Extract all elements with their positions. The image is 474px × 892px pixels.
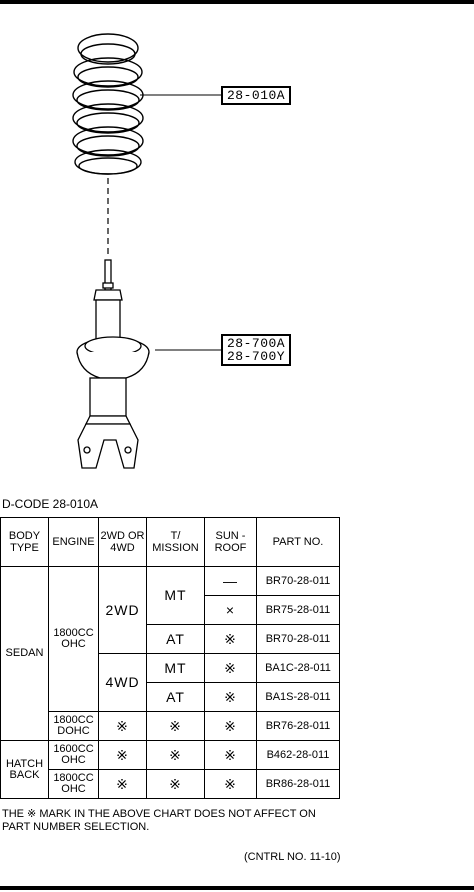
drive-ref: ※ bbox=[98, 740, 147, 770]
table-header-row: BODY TYPE ENGINE 2WD OR 4WD T/ MISSION S… bbox=[0, 517, 340, 567]
table-row: × BR75-28-011 bbox=[1, 595, 340, 625]
sunroof-ref: ※ bbox=[204, 711, 257, 741]
table-row: AT ※ BA1S-28-011 bbox=[1, 682, 340, 712]
body-hatch-back: HATCH BACK bbox=[0, 740, 49, 799]
header-part-no: PART NO. bbox=[256, 517, 340, 567]
mission-ref: ※ bbox=[146, 769, 205, 799]
mission-ref: ※ bbox=[146, 711, 205, 741]
part-number: BR70-28-011 bbox=[256, 566, 340, 596]
callout-strut-parts: 28-700A 28-700Y bbox=[221, 334, 292, 366]
body-sedan: SEDAN bbox=[0, 566, 49, 741]
part-number: BA1S-28-011 bbox=[256, 682, 340, 712]
strut-spring-illustration bbox=[72, 33, 221, 469]
mission-at: AT bbox=[146, 624, 205, 654]
sunroof-ref: ※ bbox=[204, 769, 257, 799]
engine-1800-ohc-hatch: 1800CC OHC bbox=[48, 769, 99, 799]
engine-1800-ohc: 1800CC OHC bbox=[48, 566, 99, 712]
mission-at: AT bbox=[146, 682, 205, 712]
sunroof-ref: ※ bbox=[204, 682, 257, 712]
part-number: BR70-28-011 bbox=[256, 624, 340, 654]
drive-2wd: 2WD bbox=[98, 566, 147, 654]
table-row: HATCH BACK 1600CC OHC ※ ※ ※ B462-28-011 bbox=[0, 740, 340, 799]
sunroof-cross: × bbox=[204, 595, 257, 625]
engine-1600-ohc: 1600CC OHC bbox=[48, 740, 99, 770]
sunroof-ref: ※ bbox=[204, 624, 257, 654]
table-row: SEDAN 1800CC OHC 2WD MT — BR70-28-011 bbox=[0, 566, 340, 741]
top-border bbox=[0, 0, 474, 4]
header-sunroof: SUN -ROOF bbox=[204, 517, 257, 567]
mission-mt: MT bbox=[146, 653, 205, 683]
table-row: 1800CC OHC ※ ※ ※ BR86-28-011 bbox=[1, 769, 340, 799]
header-mission: T/ MISSION bbox=[146, 517, 205, 567]
table-row: 4WD MT ※ BA1C-28-011 bbox=[1, 653, 340, 712]
mission-ref: ※ bbox=[146, 740, 205, 770]
bottom-border bbox=[0, 886, 474, 890]
coil-spring bbox=[72, 33, 144, 175]
sunroof-ref: ※ bbox=[204, 653, 257, 683]
drive-ref: ※ bbox=[98, 711, 147, 741]
mission-mt: MT bbox=[146, 566, 205, 625]
part-number: BR75-28-011 bbox=[256, 595, 340, 625]
callout-strut-part-1: 28-700A bbox=[227, 336, 286, 351]
header-body-type: BODY TYPE bbox=[0, 517, 49, 567]
callout-strut-part-2: 28-700Y bbox=[227, 349, 286, 364]
control-number: (CNTRL NO. 11-10) bbox=[244, 851, 341, 863]
sunroof-dash: — bbox=[204, 566, 257, 596]
part-number: BA1C-28-011 bbox=[256, 653, 340, 683]
header-engine: ENGINE bbox=[48, 517, 99, 567]
shock-strut bbox=[76, 259, 150, 469]
drive-ref: ※ bbox=[98, 769, 147, 799]
parts-table: BODY TYPE ENGINE 2WD OR 4WD T/ MISSION S… bbox=[0, 517, 340, 799]
drive-4wd: 4WD bbox=[98, 653, 147, 712]
table-row: 1800CC DOHC ※ ※ ※ BR76-28-011 bbox=[1, 711, 340, 741]
table-row: AT ※ BR70-28-011 bbox=[1, 624, 340, 654]
part-number: BR86-28-011 bbox=[256, 769, 340, 799]
d-code-label: D-CODE 28-010A bbox=[2, 497, 99, 511]
callout-spring-part: 28-010A bbox=[221, 86, 292, 105]
header-drive: 2WD OR 4WD bbox=[98, 517, 147, 567]
sunroof-ref: ※ bbox=[204, 740, 257, 770]
part-number: B462-28-011 bbox=[256, 740, 340, 770]
part-number: BR76-28-011 bbox=[256, 711, 340, 741]
chart-note: THE ※ MARK IN THE ABOVE CHART DOES NOT A… bbox=[2, 808, 316, 833]
engine-1800-dohc: 1800CC DOHC bbox=[48, 711, 99, 741]
